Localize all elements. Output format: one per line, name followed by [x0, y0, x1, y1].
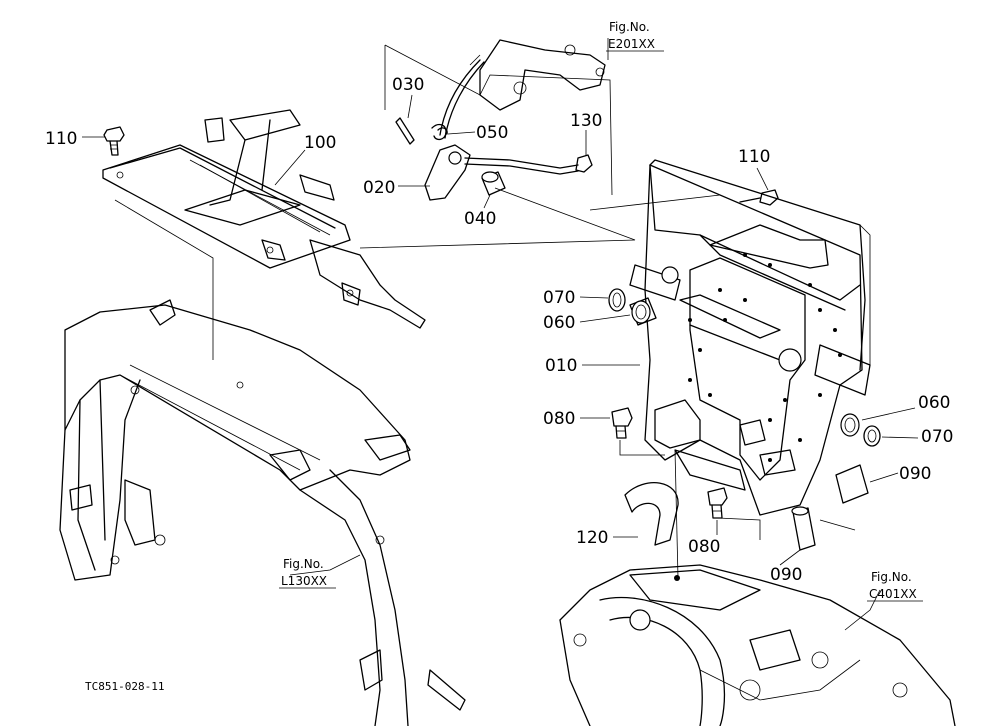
bushing-040	[481, 171, 506, 196]
figure-ref-code: L130XX	[281, 574, 327, 588]
lever-assembly-020	[395, 117, 593, 201]
callout-110-right: 110	[738, 147, 770, 167]
assembly-guide-lines	[114, 44, 856, 579]
ring-070-right	[863, 425, 881, 447]
callout-020: 020	[363, 178, 395, 198]
callout-120: 120	[576, 528, 608, 548]
drawing-id: TC851-028-11	[85, 680, 164, 693]
figure-ref-label: Fig.No.	[871, 570, 912, 584]
callout-060-right: 060	[918, 393, 950, 413]
bearing-060-left	[629, 297, 657, 326]
pad-090-square	[835, 464, 869, 504]
callout-090-sleeve: 090	[770, 565, 802, 585]
callout-130: 130	[570, 111, 602, 131]
rops-frame-left	[59, 299, 466, 726]
figure-ref-code: E201XX	[608, 37, 655, 51]
callout-080-upper: 080	[543, 409, 575, 429]
figure-ref-c401: Fig.No. C401XX	[867, 570, 923, 602]
bracket-assembly-100	[102, 109, 426, 329]
bolt-110-right	[739, 189, 779, 206]
callout-030: 030	[392, 75, 424, 95]
transmission-housing	[559, 564, 956, 726]
callout-040: 040	[464, 209, 496, 229]
linkage-plate-top	[439, 39, 606, 139]
figure-ref-l130: Fig.No. L130XX	[279, 557, 336, 589]
figure-ref-label: Fig.No.	[283, 557, 324, 571]
callout-070-right: 070	[921, 427, 953, 447]
callout-090-pad: 090	[899, 464, 931, 484]
callout-leaders	[82, 38, 919, 631]
figure-ref-e201: Fig.No. E201XX	[606, 20, 664, 52]
bolt-080-upper	[611, 407, 633, 439]
callout-080-lower: 080	[688, 537, 720, 557]
bolt-080-lower	[707, 487, 728, 519]
rear-panel	[649, 159, 871, 371]
callout-050: 050	[476, 123, 508, 143]
callout-010: 010	[545, 356, 577, 376]
callout-060-left: 060	[543, 313, 575, 333]
callout-110-left: 110	[45, 129, 77, 149]
bearing-060-right	[840, 413, 860, 437]
sleeve-090-tube	[791, 506, 816, 551]
callout-100: 100	[304, 133, 336, 153]
hook-120	[624, 482, 679, 546]
main-bracket-010	[629, 164, 871, 516]
bolt-110-left	[103, 126, 125, 156]
callout-labels: 110 100 030 050 020 040 130 110 070 060 …	[45, 75, 953, 585]
figure-ref-code: C401XX	[869, 587, 917, 601]
figure-ref-label: Fig.No.	[609, 20, 650, 34]
ring-070-left	[608, 288, 626, 312]
callout-070-left: 070	[543, 288, 575, 308]
